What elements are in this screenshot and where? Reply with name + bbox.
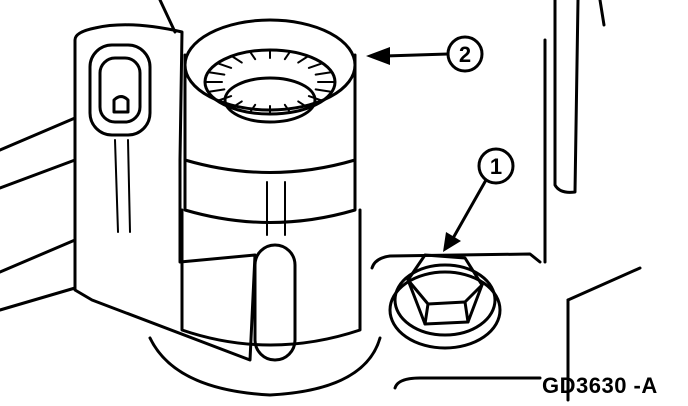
bearing-roller [207, 71, 226, 76]
housing-wall [543, 0, 642, 402]
bearing-roller [307, 62, 324, 69]
bearing-sleeve [148, 18, 382, 397]
bearing-roller [283, 103, 292, 114]
background-lines [0, 0, 177, 312]
callout-1: 1 [443, 147, 515, 252]
bearing-roller [216, 95, 233, 102]
bearing-roller [216, 62, 233, 69]
bearing-roller [297, 55, 310, 64]
bearing-roller [207, 88, 226, 93]
bearing-roller [307, 95, 324, 102]
hex-plug [370, 252, 542, 390]
sensor-bracket [73, 23, 257, 362]
callout-1-number: 1 [490, 154, 502, 179]
figure-code: GD3630 -A [542, 373, 658, 398]
callout-1-arrowhead [443, 232, 461, 252]
callout-2-number: 2 [459, 42, 471, 67]
bearing-roller [230, 55, 243, 64]
callout-2: 2 [366, 35, 484, 73]
bearing-roller [314, 71, 333, 76]
bearing-roller [297, 100, 310, 109]
callout-2-arrowhead [366, 47, 390, 65]
bearing-roller [314, 88, 333, 93]
bearing-roller [230, 100, 243, 109]
bearing-rollers [204, 49, 336, 115]
bearing-roller [248, 50, 257, 61]
bearing-roller [283, 50, 292, 61]
bearing-roller [248, 103, 257, 114]
